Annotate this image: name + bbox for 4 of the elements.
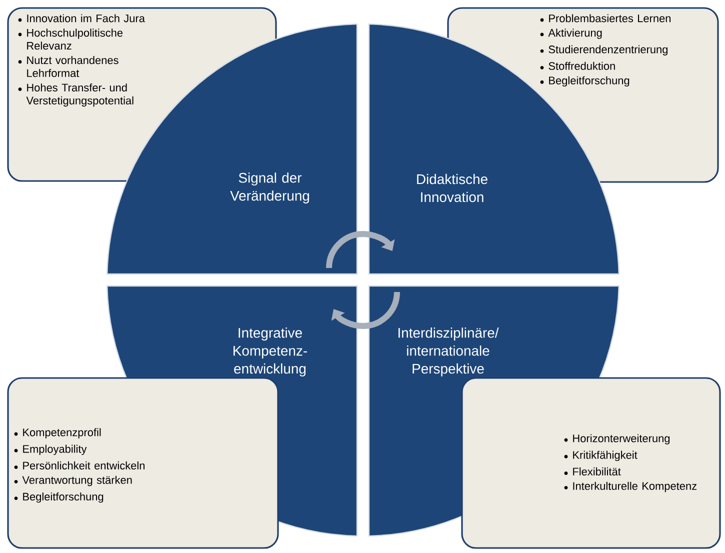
list-box: Horizonterweiterung Kritikfähigkeit Flexibilität Interkulturelle Kompetenz (461, 377, 721, 549)
cycle-arrow (326, 231, 395, 268)
cycle-arrow (331, 292, 400, 329)
list-box: Kompetenzprofil Employability Persönlichkeit entwickeln Verantwortung stärken Begleitforschung (7, 377, 279, 549)
